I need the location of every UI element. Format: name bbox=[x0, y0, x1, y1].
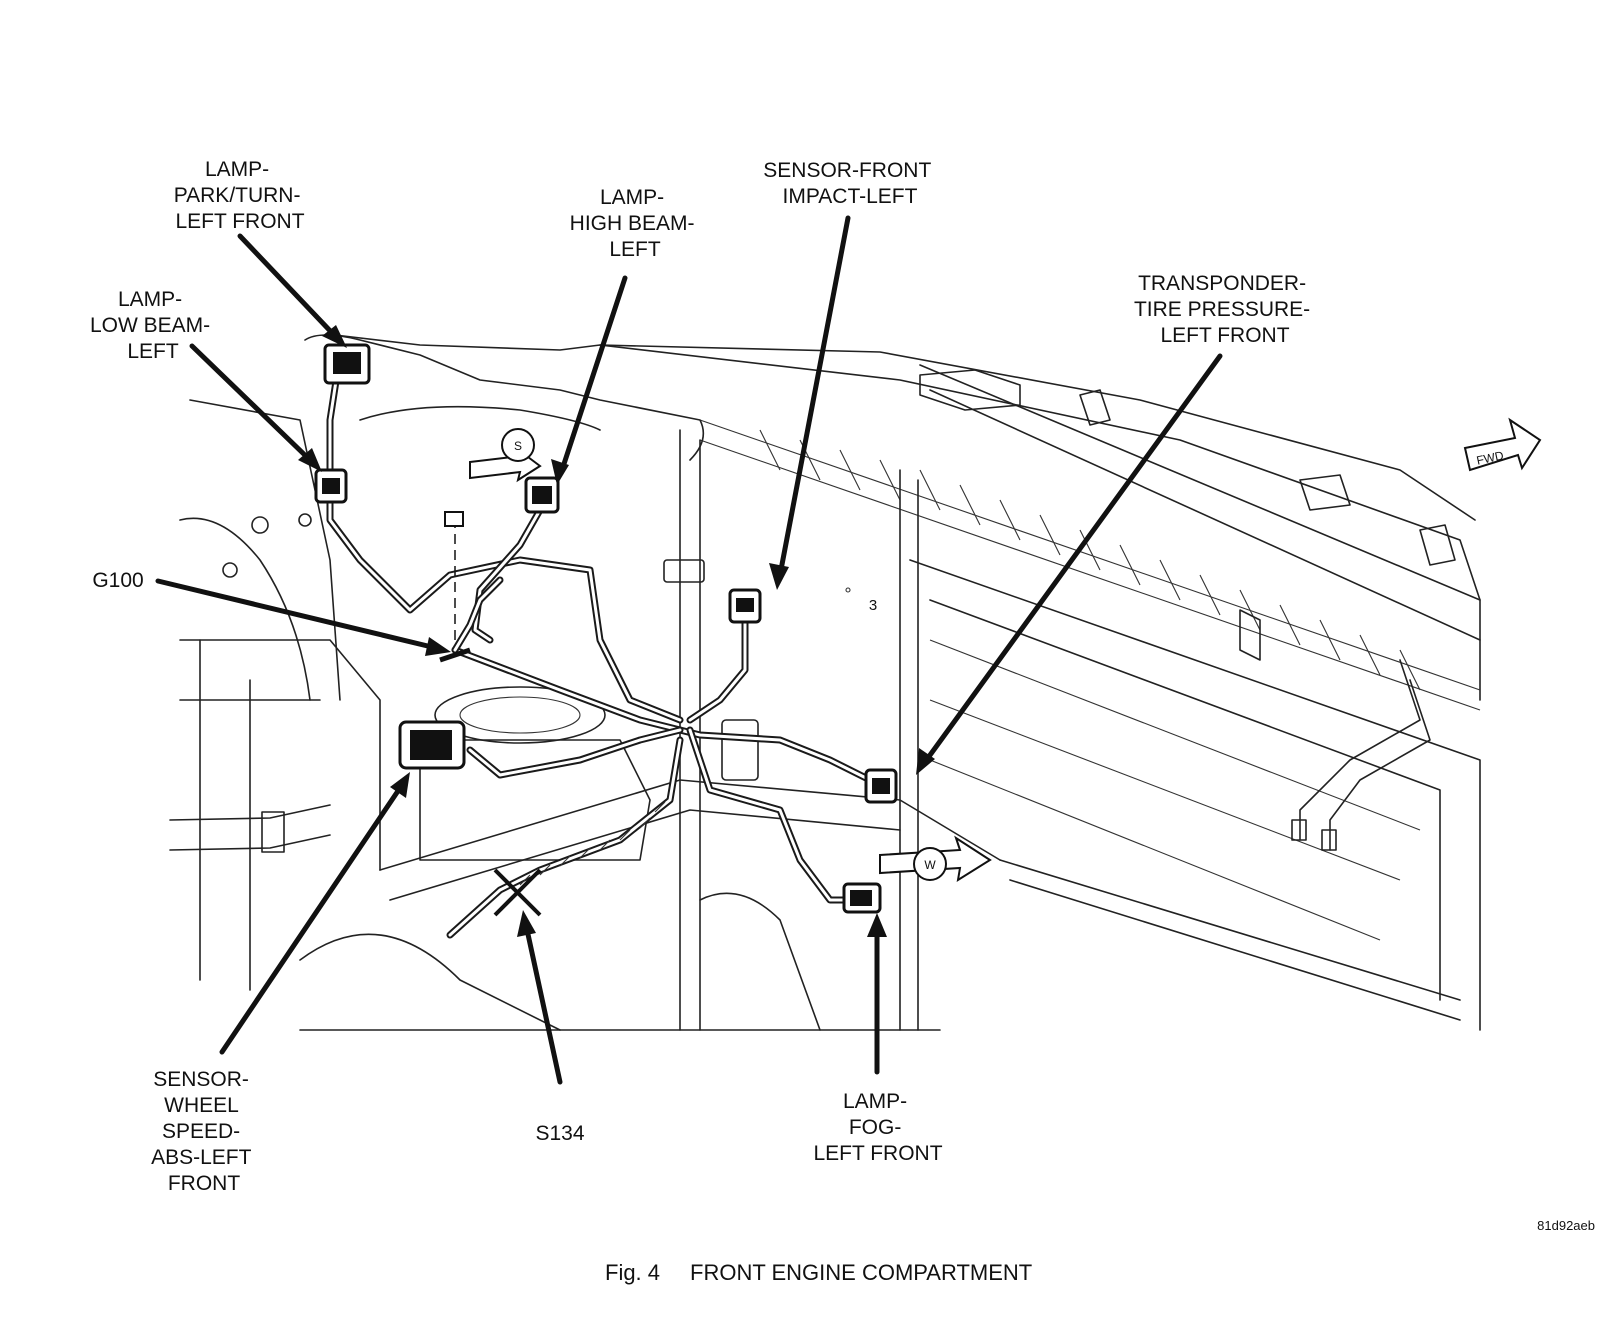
fog-lamp-label: LAMP- FOG- LEFT FRONT bbox=[813, 1090, 942, 1165]
impact-sensor-connector bbox=[728, 588, 762, 624]
park-turn-lamp-connector bbox=[323, 343, 371, 385]
ground-g100-terminal bbox=[439, 511, 471, 663]
park-turn-lamp-label: LAMP- PARK/TURN- LEFT FRONT bbox=[174, 158, 307, 233]
impact-sensor-label: SENSOR-FRONT IMPACT-LEFT bbox=[763, 159, 936, 208]
figure-number: Fig. 4 bbox=[605, 1260, 660, 1285]
w-marker-label: W bbox=[924, 858, 936, 872]
wheel-speed-sensor-label: SENSOR- WHEEL SPEED- ABS-LEFT FRONT bbox=[151, 1068, 257, 1195]
figure-caption: Fig. 4 FRONT ENGINE COMPARTMENT bbox=[605, 1260, 1032, 1285]
high-beam-lamp-connector bbox=[524, 476, 560, 514]
leader-arrows bbox=[155, 215, 1223, 1085]
tpms-transponder-connector bbox=[864, 768, 898, 804]
wiring-harness bbox=[326, 351, 884, 939]
callout-labels: LAMP- PARK/TURN- LEFT FRONT LAMP- LOW BE… bbox=[90, 158, 1316, 1195]
figure-title: FRONT ENGINE COMPARTMENT bbox=[690, 1260, 1032, 1285]
high-beam-lamp-label: LAMP- HIGH BEAM- LEFT bbox=[570, 186, 701, 261]
forward-label: FWD bbox=[1475, 448, 1505, 467]
fog-lamp-connector bbox=[842, 882, 882, 914]
s-direction-icon: S bbox=[469, 428, 542, 483]
splice-s134-marker bbox=[493, 868, 542, 917]
tpms-transponder-label: TRANSPONDER- TIRE PRESSURE- LEFT FRONT bbox=[1134, 272, 1316, 347]
connectors bbox=[314, 343, 898, 917]
s134-label: S134 bbox=[535, 1122, 584, 1145]
g100-label: G100 bbox=[92, 569, 143, 592]
part-number-label: 3 bbox=[869, 597, 877, 614]
low-beam-lamp-connector bbox=[314, 468, 348, 504]
low-beam-lamp-label: LAMP- LOW BEAM- LEFT bbox=[90, 288, 216, 363]
forward-arrow-icon: FWD bbox=[1463, 417, 1542, 472]
vehicle-structure-drawing bbox=[169, 334, 1481, 1031]
image-code: 81d92aeb bbox=[1537, 1218, 1595, 1233]
w-direction-icon: W bbox=[879, 835, 992, 883]
wheel-speed-sensor-connector bbox=[398, 720, 466, 770]
s-marker-label: S bbox=[514, 439, 522, 453]
